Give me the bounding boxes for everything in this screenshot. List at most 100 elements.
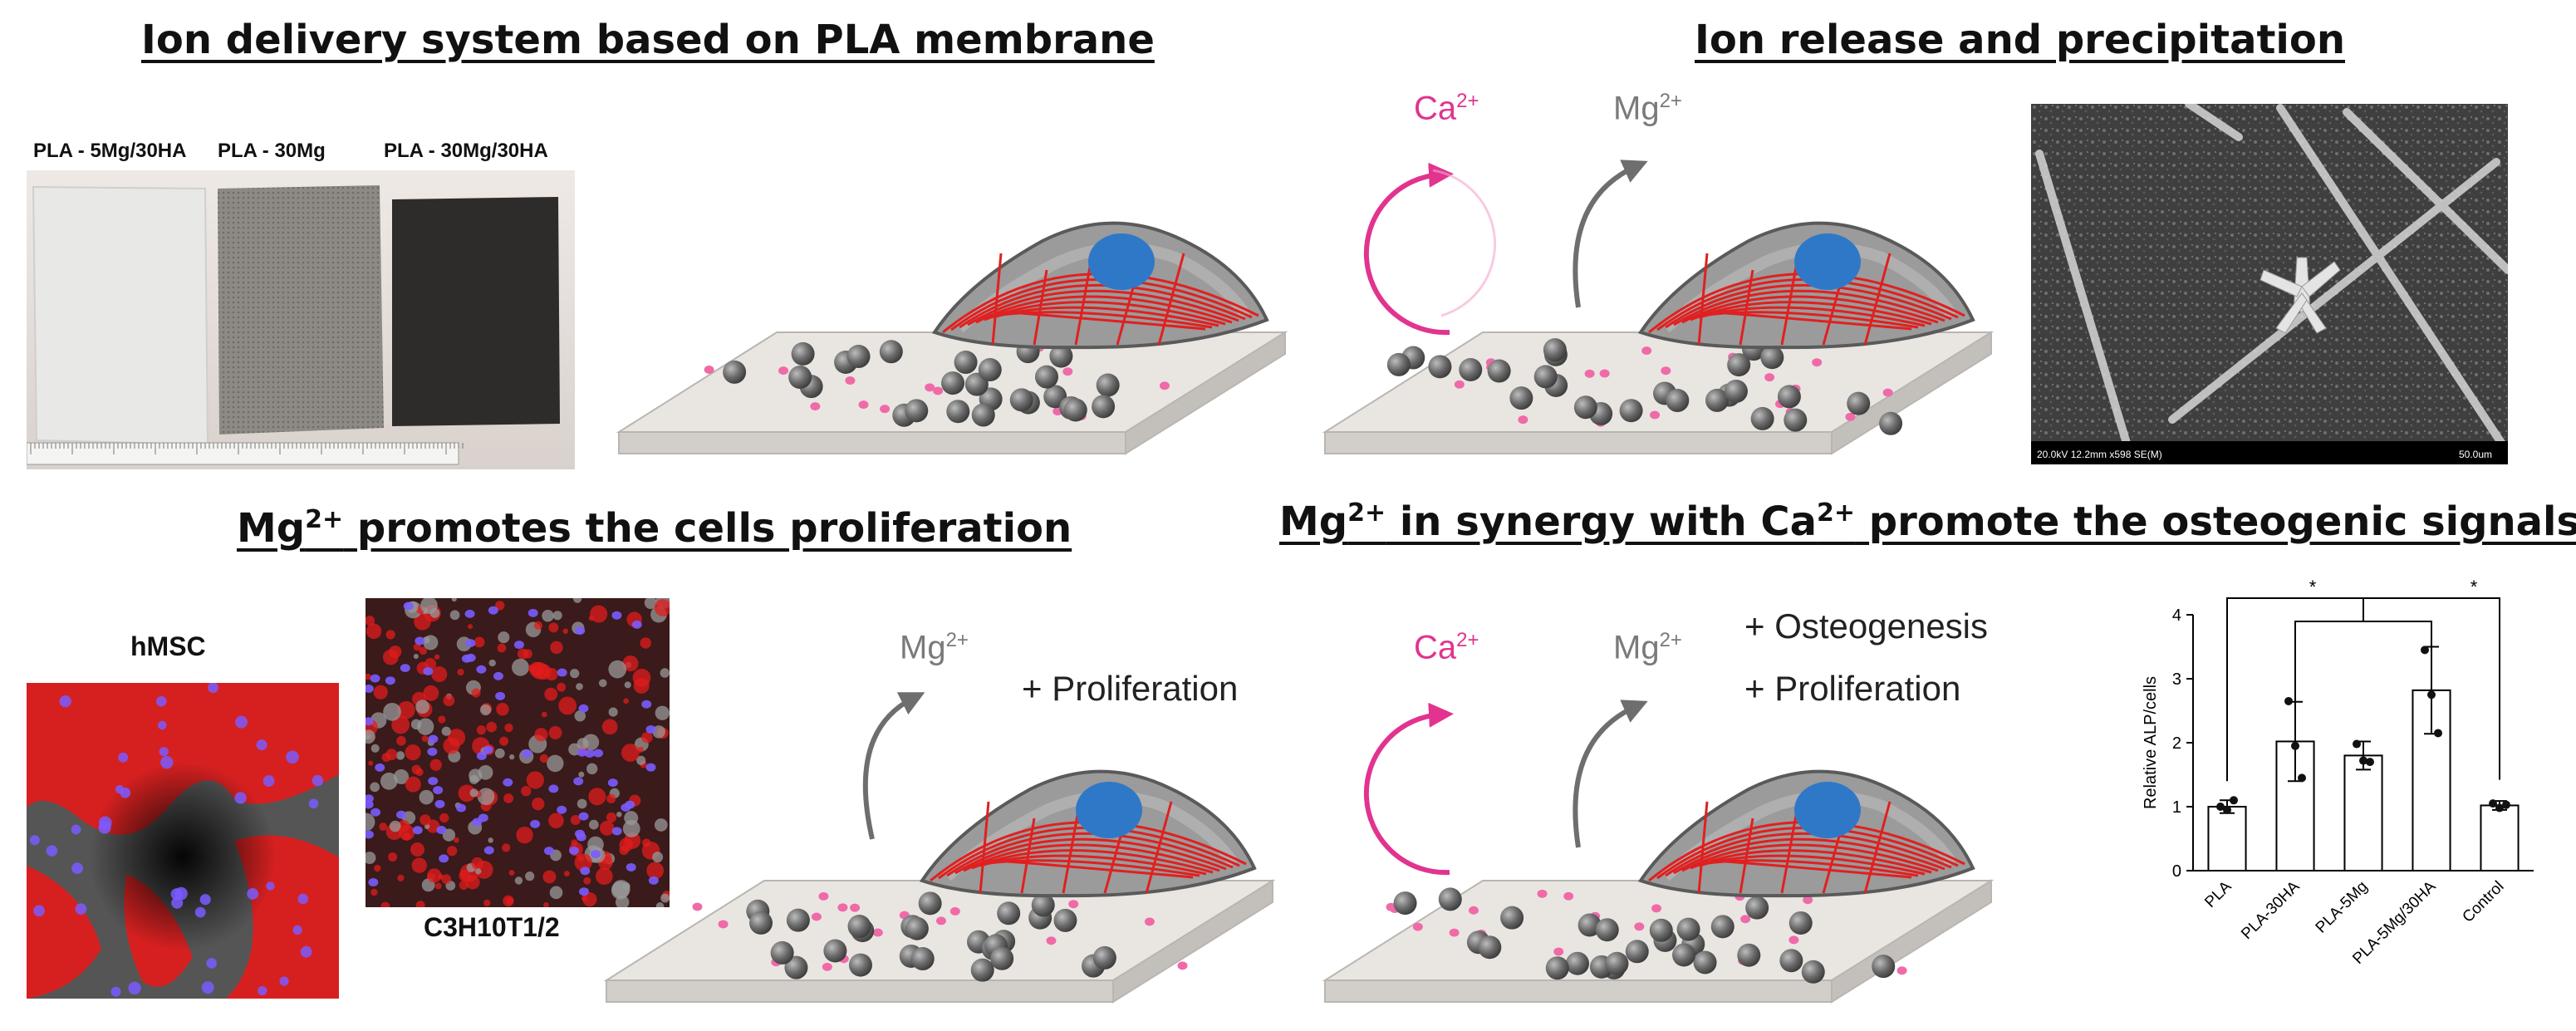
calcium-ion-dot bbox=[1803, 896, 1813, 905]
data-point bbox=[2489, 799, 2497, 808]
membrane-sample-dark bbox=[392, 197, 560, 426]
magnesium-particle bbox=[1777, 385, 1801, 409]
calcium-ion-dot bbox=[1599, 369, 1610, 378]
magnesium-particle bbox=[1710, 915, 1735, 939]
calcium-ion-dot bbox=[1062, 367, 1073, 376]
calcium-ion-dot bbox=[850, 903, 861, 912]
magnesium-particle bbox=[1487, 359, 1511, 383]
calcium-ion-dot bbox=[1454, 380, 1465, 389]
magnesium-particle bbox=[788, 366, 812, 390]
y-tick-label: 1 bbox=[2172, 798, 2181, 817]
data-point bbox=[2230, 796, 2238, 805]
significance-label: * bbox=[2309, 577, 2317, 597]
magnesium-particle bbox=[941, 371, 965, 395]
magnesium-particle bbox=[1573, 395, 1597, 420]
cytoskeleton-fibers bbox=[1648, 801, 1965, 894]
y-tick-label: 0 bbox=[2172, 862, 2181, 881]
magnesium-particle bbox=[954, 351, 978, 375]
ion-exchange-arrows-release bbox=[1363, 160, 1648, 336]
magnesium-particle bbox=[1533, 365, 1558, 389]
magnesium-particle bbox=[1092, 395, 1116, 419]
magnesium-arrow-prolif bbox=[862, 692, 925, 840]
calcium-ion-dot bbox=[1788, 935, 1799, 945]
magnesium-particle bbox=[1031, 893, 1055, 917]
membrane-slab-side bbox=[1831, 331, 1992, 455]
calcium-ion-dot bbox=[1553, 947, 1564, 956]
data-point bbox=[2223, 805, 2231, 814]
membrane-sample-light bbox=[32, 185, 209, 446]
magnesium-particle bbox=[1625, 940, 1649, 964]
membrane-slab-side bbox=[1112, 879, 1273, 1004]
magnesium-particle bbox=[1577, 913, 1602, 937]
calcium-ion-dot bbox=[1563, 891, 1574, 901]
magnesium-ion-label-synergy: Mg2+ bbox=[1613, 629, 1682, 666]
calcium-ion-dot bbox=[778, 366, 789, 376]
magnesium-particle bbox=[1750, 406, 1774, 430]
magnesium-particle bbox=[1049, 344, 1073, 368]
magnesium-particle bbox=[879, 340, 903, 364]
calcium-ion-dot bbox=[1144, 917, 1155, 926]
calcium-ion-dot bbox=[692, 902, 703, 911]
magnesium-particle bbox=[1393, 891, 1417, 916]
magnesium-particle bbox=[1009, 388, 1033, 412]
proliferation-effect-label: + Proliferation bbox=[1022, 669, 1239, 708]
membrane-cell-diagram-2 bbox=[1322, 221, 1995, 455]
magnesium-particle bbox=[1035, 365, 1059, 389]
magnesium-particle bbox=[1605, 951, 1629, 975]
cytoskeleton-fibers bbox=[930, 801, 1247, 894]
data-point bbox=[2366, 758, 2374, 767]
heading-release: Ion release and precipitation bbox=[1695, 17, 2345, 63]
calcium-ion-dot bbox=[1159, 381, 1170, 390]
magnesium-particle bbox=[1784, 408, 1808, 432]
calcium-ion-dot bbox=[1882, 388, 1893, 397]
magnesium-particle bbox=[918, 891, 942, 916]
cytoskeleton-fibers bbox=[942, 253, 1259, 346]
magnesium-particle bbox=[1779, 949, 1803, 973]
calcium-arrow-in bbox=[1363, 162, 1454, 336]
magnesium-particle bbox=[1428, 355, 1452, 379]
ion-exchange-arrows-synergy bbox=[1363, 700, 1648, 876]
magnesium-particle bbox=[1438, 887, 1462, 911]
y-axis-label: Relative ALP/cells bbox=[2142, 676, 2160, 809]
magnesium-particle bbox=[1676, 917, 1700, 941]
sem-caption-settings: 20.0kV 12.2mm x598 SE(M) bbox=[2037, 449, 2162, 460]
sample-label-30mg: PLA - 30Mg bbox=[218, 140, 326, 162]
sem-caption-scale: 50.0um bbox=[2459, 449, 2493, 460]
y-tick-label: 2 bbox=[2172, 734, 2181, 753]
calcium-ion-label-release: Ca2+ bbox=[1414, 90, 1479, 127]
calcium-ion-dot bbox=[858, 400, 869, 410]
magnesium-particle bbox=[1879, 411, 1903, 435]
x-tick-label: PLA-30HA bbox=[2238, 877, 2304, 943]
calcium-ion-dot bbox=[845, 376, 856, 385]
magnesium-particle bbox=[1063, 398, 1087, 422]
calcium-ion-label-synergy: Ca2+ bbox=[1414, 629, 1479, 666]
calcium-ion-dot bbox=[1412, 922, 1423, 931]
magnesium-particle bbox=[1745, 896, 1769, 920]
magnesium-particle bbox=[910, 947, 935, 971]
bar bbox=[2207, 806, 2247, 871]
membrane-sample-grey bbox=[218, 185, 384, 434]
magnesium-particle bbox=[1509, 386, 1533, 410]
c3h10t1-2-label: C3H10T1/2 bbox=[424, 912, 560, 942]
magnesium-particle bbox=[784, 955, 808, 979]
cell-nucleus bbox=[1794, 782, 1861, 838]
magnesium-particle bbox=[990, 946, 1014, 970]
x-tick-label: Control bbox=[2459, 878, 2507, 926]
magnesium-particle bbox=[1566, 951, 1590, 975]
calcium-ion-dot bbox=[880, 405, 891, 414]
membrane-photo bbox=[27, 170, 575, 469]
membrane-slab-front bbox=[606, 979, 1114, 1003]
magnesium-particle bbox=[1649, 918, 1673, 942]
magnesium-particle bbox=[1619, 399, 1643, 423]
magnesium-particle bbox=[723, 360, 747, 384]
magnesium-particle bbox=[1788, 911, 1813, 935]
sem-micrograph bbox=[2031, 104, 2508, 464]
magnesium-particle bbox=[1760, 346, 1784, 370]
magnesium-ion-label-release: Mg2+ bbox=[1613, 90, 1682, 127]
calcium-ion-dot bbox=[1740, 915, 1751, 924]
calcium-ion-dot bbox=[1845, 412, 1856, 421]
membrane-cell-diagram-3 bbox=[603, 769, 1276, 1004]
cell bbox=[1637, 769, 1975, 898]
osteogenesis-effect-label: + Osteogenesis bbox=[1744, 606, 1989, 646]
magnesium-particle bbox=[749, 911, 773, 935]
